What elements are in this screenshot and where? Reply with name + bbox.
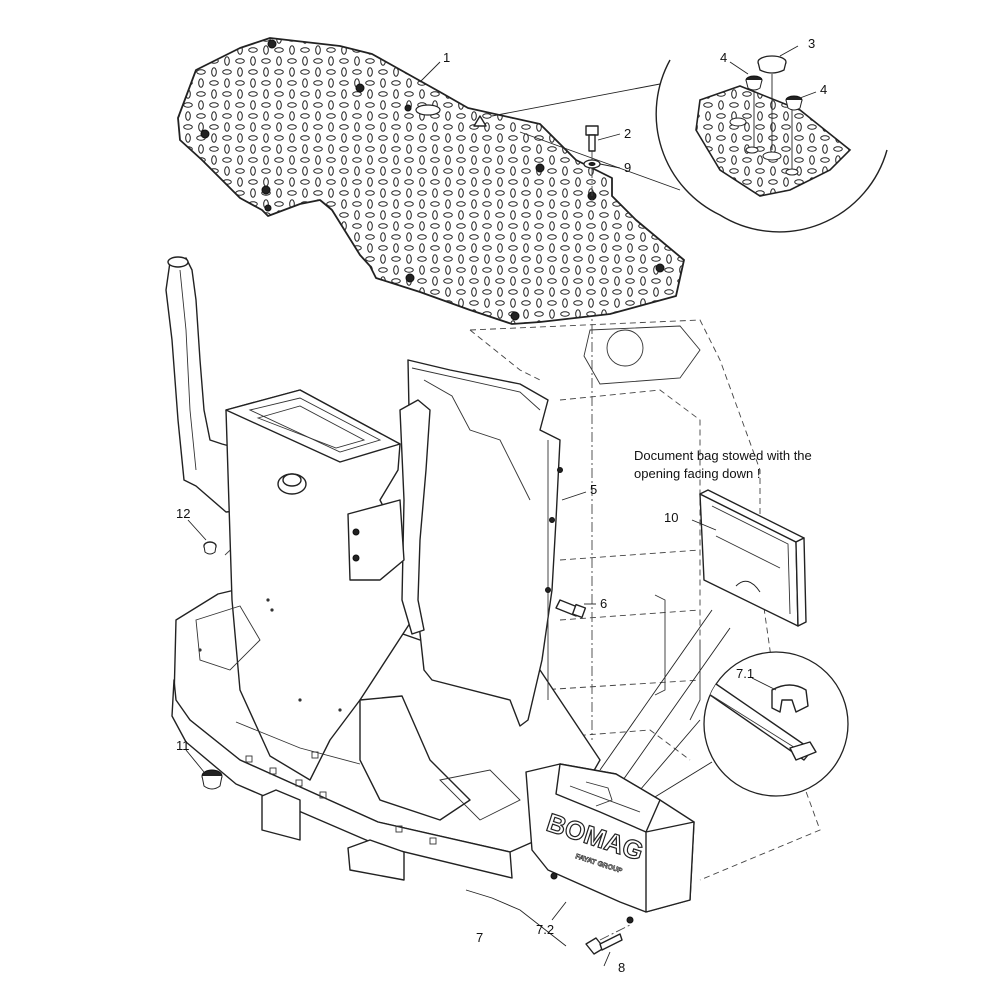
callout-9: 9	[624, 160, 631, 175]
document-holder: BOMAG FAYAT GROUP	[525, 763, 695, 924]
detail-view-plugs	[491, 55, 888, 233]
callout-5: 5	[590, 482, 597, 497]
callout-4b: 4	[820, 82, 827, 97]
callout-2: 2	[624, 126, 631, 141]
callout-7-1: 7.1	[736, 666, 754, 681]
callout-3: 3	[808, 36, 815, 51]
callout-7: 7	[476, 930, 483, 945]
stowage-note: Document bag stowed with the opening fac…	[634, 448, 812, 481]
callout-4a: 4	[720, 50, 727, 65]
document-bag	[699, 489, 807, 627]
cap-11	[201, 769, 223, 790]
floor-plate	[177, 37, 685, 325]
side-handle	[347, 399, 431, 635]
callout-leaders	[185, 45, 817, 967]
note-line-2: opening facing down !	[634, 466, 760, 481]
callout-labels: 1 2 9 3 4 4 5 6 10 7.1 12 11 7.2 7 8	[176, 36, 827, 975]
callout-12: 12	[176, 506, 190, 521]
callout-8: 8	[618, 960, 625, 975]
bolt-8	[585, 923, 633, 955]
bolt-6	[555, 599, 587, 619]
callout-10: 10	[664, 510, 678, 525]
callout-6: 6	[600, 596, 607, 611]
note-line-1: Document bag stowed with the	[634, 448, 812, 463]
callout-1: 1	[443, 50, 450, 65]
callout-11: 11	[176, 738, 190, 753]
callout-7-2: 7.2	[536, 922, 554, 937]
side-panel	[407, 359, 563, 727]
cap-12	[203, 541, 217, 555]
clip-detail	[639, 651, 849, 801]
